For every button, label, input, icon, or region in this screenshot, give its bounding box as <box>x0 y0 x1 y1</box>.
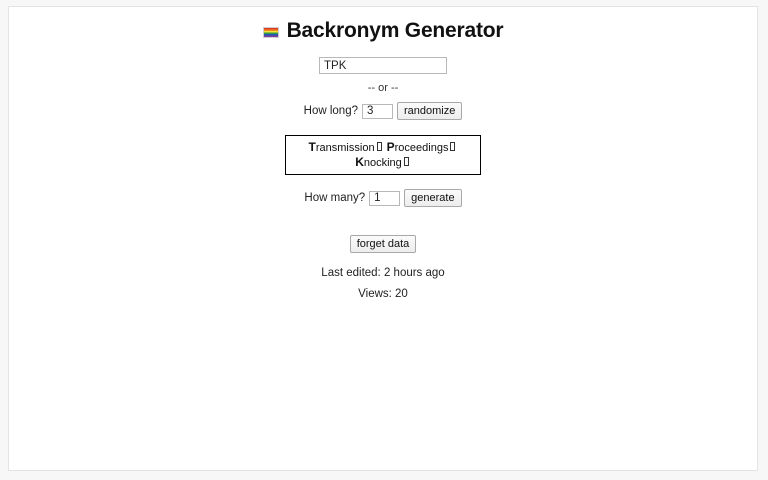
result-rest-3: nocking <box>363 157 402 169</box>
missing-glyph-box-icon <box>376 142 382 151</box>
result-word-2: Proceedings <box>386 140 449 154</box>
acronym-input[interactable] <box>319 57 447 74</box>
forget-data-button[interactable]: forget data <box>349 235 417 253</box>
how-long-label: How long? <box>303 105 358 117</box>
rainbow-flag-icon <box>262 26 279 38</box>
how-many-row: How many? generate <box>9 189 757 207</box>
how-many-input[interactable] <box>369 190 401 206</box>
views-text: Views: 20 <box>358 288 408 300</box>
missing-glyph-box-icon <box>450 142 456 151</box>
page-content: Backronym Generator -- or -- How long? r… <box>9 7 757 300</box>
result-initial-2: P <box>386 140 395 154</box>
how-long-input[interactable] <box>361 103 393 119</box>
result-initial-3: K <box>355 155 364 169</box>
page-header: Backronym Generator <box>9 19 757 43</box>
or-separator: -- or -- <box>367 82 399 94</box>
result-word-1: Transmission <box>308 140 375 154</box>
result-word-3: Knocking <box>355 155 402 169</box>
page-title: Backronym Generator <box>286 19 504 42</box>
how-long-row: How long? randomize <box>9 102 757 120</box>
randomize-button[interactable]: randomize <box>396 102 463 120</box>
how-many-label: How many? <box>304 192 366 204</box>
result-rest-2: roceedings <box>394 142 449 154</box>
missing-glyph-box-icon <box>403 157 409 166</box>
forget-row: forget data <box>9 235 757 253</box>
generate-button[interactable]: generate <box>404 189 462 207</box>
acronym-row <box>9 57 757 74</box>
page-card: Backronym Generator -- or -- How long? r… <box>8 6 758 471</box>
result-box: Transmission Proceedings Knocking <box>285 135 481 175</box>
result-rest-1: ransmission <box>315 142 375 154</box>
result-initial-1: T <box>308 140 316 154</box>
last-edited-text: Last edited: 2 hours ago <box>321 267 445 279</box>
result-text: Transmission Proceedings Knocking <box>292 140 474 170</box>
